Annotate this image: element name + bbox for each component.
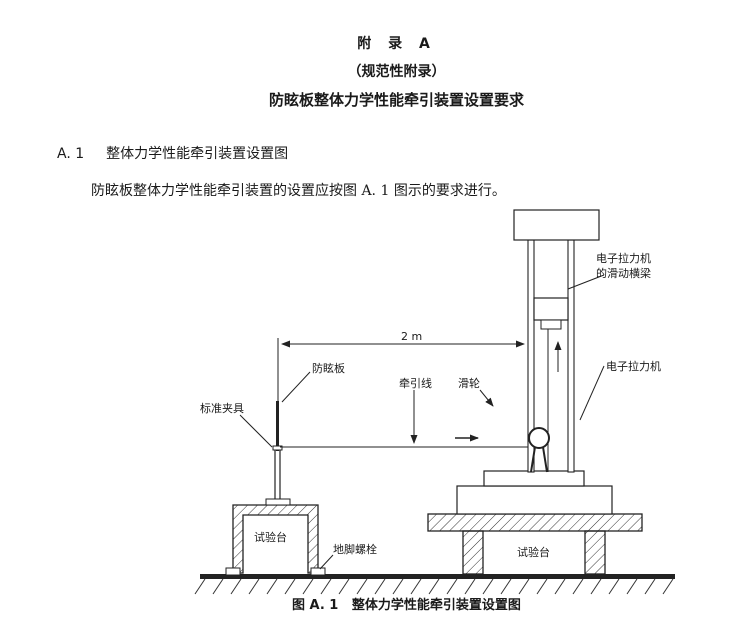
- label-traction-line: 牵引线: [399, 376, 432, 390]
- standard-clamp: [272, 445, 283, 451]
- label-pulley: 滑轮: [458, 376, 480, 390]
- label-crossbeam-line1: 电子拉力机: [596, 251, 651, 265]
- body-paragraph: 防眩板整体力学性能牵引装置的设置应按图 A. 1 图示的要求进行。: [91, 183, 506, 199]
- glare-panel: [276, 401, 279, 451]
- sliding-crossbeam: [533, 297, 569, 321]
- anchor-bolt-left: [225, 567, 241, 576]
- pulley: [528, 427, 550, 449]
- section-title: 整体力学性能牵引装置设置图: [106, 146, 289, 162]
- label-anchor-bolt: 地脚螺栓: [333, 542, 377, 556]
- tensile-machine: [456, 209, 613, 515]
- label-test-bench-left: 试验台: [254, 530, 287, 544]
- label-test-bench-right: 试验台: [517, 545, 550, 559]
- ground: [194, 574, 675, 595]
- appendix-type: （规范性附录）: [347, 64, 446, 80]
- left-test-bench: [225, 498, 326, 576]
- label-crossbeam-line2: 的滑动横梁: [596, 266, 651, 280]
- label-clamp: 标准夹具: [200, 401, 244, 415]
- appendix-title: 防眩板整体力学性能牵引装置设置要求: [268, 91, 524, 109]
- label-tensile-machine: 电子拉力机: [606, 359, 661, 373]
- appendix-label: 附 录 A: [357, 36, 436, 52]
- label-glare-panel: 防眩板: [312, 361, 345, 375]
- traction-line: [280, 389, 530, 448]
- figure-caption: 图 A. 1 整体力学性能牵引装置设置图: [292, 597, 521, 613]
- right-test-bench: [427, 513, 643, 575]
- anchor-bolt-right: [310, 567, 326, 576]
- glare-panel-assembly: [272, 401, 283, 499]
- section-heading: A. 1 整体力学性能牵引装置设置图: [57, 143, 288, 163]
- section-number: A. 1: [57, 146, 85, 162]
- label-distance: 2 m: [401, 330, 422, 343]
